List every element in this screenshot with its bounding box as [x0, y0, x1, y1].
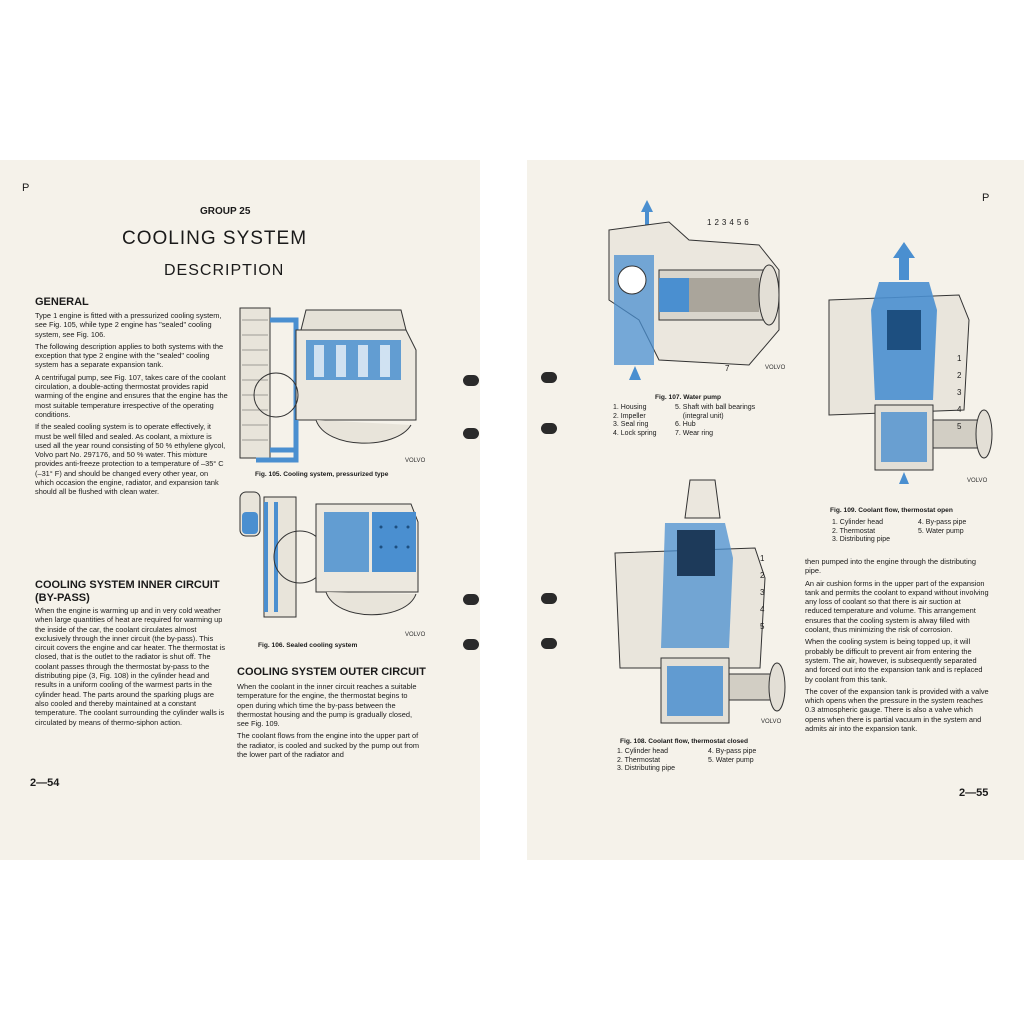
callout-label: 3 — [760, 588, 765, 597]
fig106-illustration — [239, 491, 419, 618]
fig106-caption: Fig. 106. Sealed cooling system — [258, 642, 358, 649]
page-subtitle: DESCRIPTION — [164, 262, 285, 279]
legend-item: 5. Water pump — [708, 756, 754, 764]
paragraph: A centrifugal pump, see Fig. 107, takes … — [35, 372, 228, 419]
legend-item: 5. Water pump — [918, 527, 964, 535]
paragraph: The coolant flows from the engine into t… — [237, 731, 419, 760]
volvo-mark: VOLVO — [967, 478, 988, 484]
binder-hole — [463, 639, 479, 650]
paragraph: then pumped into the engine through the … — [805, 557, 976, 576]
fig107-legend: 1. Housing 2. Impeller 3. Seal ring 4. L… — [613, 404, 793, 440]
volvo-mark: VOLVO — [405, 458, 426, 464]
outer-circuit-text: When the coolant in the inner circuit re… — [237, 682, 421, 762]
page-title: COOLING SYSTEM — [122, 228, 308, 249]
fig109-legend: 1. Cylinder head 2. Thermostat 3. Distri… — [832, 519, 1002, 547]
legend-item: 1. Cylinder head — [617, 748, 668, 755]
fig108-caption: Fig. 108. Coolant flow, thermostat close… — [620, 738, 748, 745]
legend-item: 2. Thermostat — [617, 756, 661, 764]
binder-hole — [541, 372, 557, 383]
binder-hole — [541, 423, 557, 434]
right-page: P 123456 7 VOLVO Fig. 107. Water pump 1.… — [527, 160, 1024, 860]
legend-item: 4. By-pass pipe — [708, 748, 757, 755]
callout-label: 1 — [957, 354, 962, 363]
legend-item: 6. Hub — [675, 421, 696, 429]
paragraph: When the coolant in the inner circuit re… — [237, 682, 417, 729]
callout-label: 4 — [957, 405, 962, 414]
callout-label: 5 — [957, 422, 962, 431]
group-label: GROUP 25 — [200, 206, 251, 217]
paragraph: When the cooling system is being topped … — [805, 637, 983, 684]
callout-label: 3 — [957, 388, 962, 397]
fig107-illustration — [608, 200, 780, 380]
fig107-caption: Fig. 107. Water pump — [655, 394, 722, 401]
paragraph: If the sealed cooling system is to opera… — [35, 422, 226, 497]
fig109-callouts: 1 2 3 4 5 — [957, 350, 961, 435]
legend-item: 7. Wear ring — [675, 429, 713, 437]
fig108-callouts: 1 2 3 4 5 — [760, 550, 764, 635]
fig105-illustration — [239, 307, 417, 463]
callout-label: 5 — [736, 218, 745, 227]
callout-label: 1 — [760, 554, 765, 563]
corner-mark: P — [22, 182, 30, 194]
legend-item: (integral unit) — [675, 412, 724, 420]
legend-item: 5. Shaft with ball bearings — [675, 404, 756, 411]
paragraph: Type 1 engine is fitted with a pressuriz… — [35, 311, 222, 339]
callout-label: 4 — [729, 218, 737, 227]
callout-label: 6 — [744, 218, 752, 227]
legend-item: 1. Housing — [613, 404, 647, 411]
continued-text: then pumped into the engine through the … — [805, 557, 989, 736]
volvo-mark: VOLVO — [761, 719, 782, 725]
binder-hole — [463, 428, 479, 439]
callout-label: 4 — [760, 605, 765, 614]
volvo-mark: VOLVO — [765, 365, 786, 371]
callout-label: 2 — [714, 218, 722, 227]
legend-item: 3. Distributing pipe — [832, 536, 890, 544]
page-number: 2—54 — [30, 777, 60, 789]
corner-mark: P — [982, 192, 990, 204]
binder-hole — [541, 638, 557, 649]
paragraph: The following description applies to bot… — [35, 341, 224, 370]
general-heading: GENERAL — [35, 296, 89, 308]
callout-label: 2 — [760, 571, 765, 580]
callout-label: 2 — [957, 371, 962, 380]
legend-item: 3. Distributing pipe — [617, 765, 675, 773]
binder-hole — [463, 594, 479, 605]
legend-item: 4. Lock spring — [613, 429, 657, 437]
inner-circuit-heading: COOLING SYSTEM INNER CIRCUIT (BY-PASS) — [35, 579, 220, 604]
fig105-caption: Fig. 105. Cooling system, pressurized ty… — [255, 471, 389, 478]
callout-label: 1 — [707, 218, 715, 227]
fig109-caption: Fig. 109. Coolant flow, thermostat open — [830, 507, 953, 514]
callout-label: 3 — [721, 218, 730, 227]
page-gutter — [480, 160, 527, 860]
legend-item: 3. Seal ring — [613, 421, 649, 429]
general-text: Type 1 engine is fitted with a pressuriz… — [35, 311, 228, 500]
binder-hole — [463, 375, 479, 386]
legend-item: 4. By-pass pipe — [918, 519, 967, 526]
fig108-legend: 1. Cylinder head 2. Thermostat 3. Distri… — [617, 748, 787, 776]
callout-label: 7 — [725, 364, 730, 373]
paragraph: The cover of the expansion tank is provi… — [805, 686, 989, 734]
binder-hole — [541, 593, 557, 604]
paragraph: An air cushion forms in the upper part o… — [805, 578, 989, 635]
callout-label: 5 — [760, 622, 765, 631]
legend-item: 2. Thermostat — [832, 527, 876, 535]
volvo-mark: VOLVO — [405, 632, 426, 638]
fig107-callouts: 123456 — [707, 218, 752, 227]
page-number: 2—55 — [959, 787, 989, 799]
fig108-illustration — [614, 479, 786, 724]
outer-circuit-heading: COOLING SYSTEM OUTER CIRCUIT — [237, 666, 426, 678]
left-page: P GROUP 25 COOLING SYSTEM DESCRIPTION GE… — [0, 160, 480, 860]
paragraph: When the engine is warming up and in ver… — [35, 606, 226, 727]
inner-circuit-text: When the engine is warming up and in ver… — [35, 606, 228, 730]
fig109-illustration — [828, 242, 993, 484]
legend-item: 2. Impeller — [613, 412, 646, 420]
legend-item: 1. Cylinder head — [832, 519, 883, 526]
